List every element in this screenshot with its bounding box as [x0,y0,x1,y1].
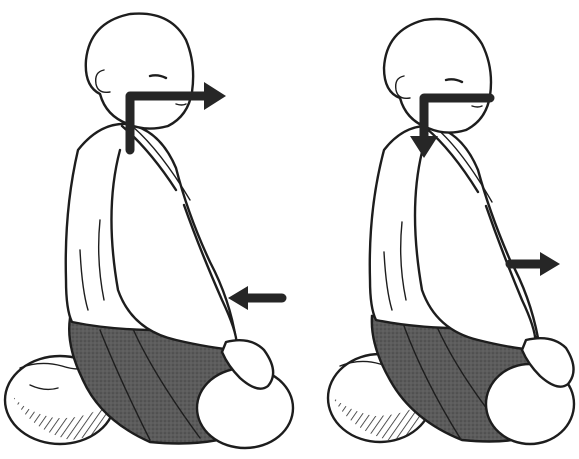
right-figure [328,19,574,444]
left-back-arrow [228,286,282,310]
left-robe [66,124,237,350]
left-head [86,14,193,129]
right-head [384,19,491,133]
right-robe [370,126,538,350]
left-figure [5,14,293,448]
